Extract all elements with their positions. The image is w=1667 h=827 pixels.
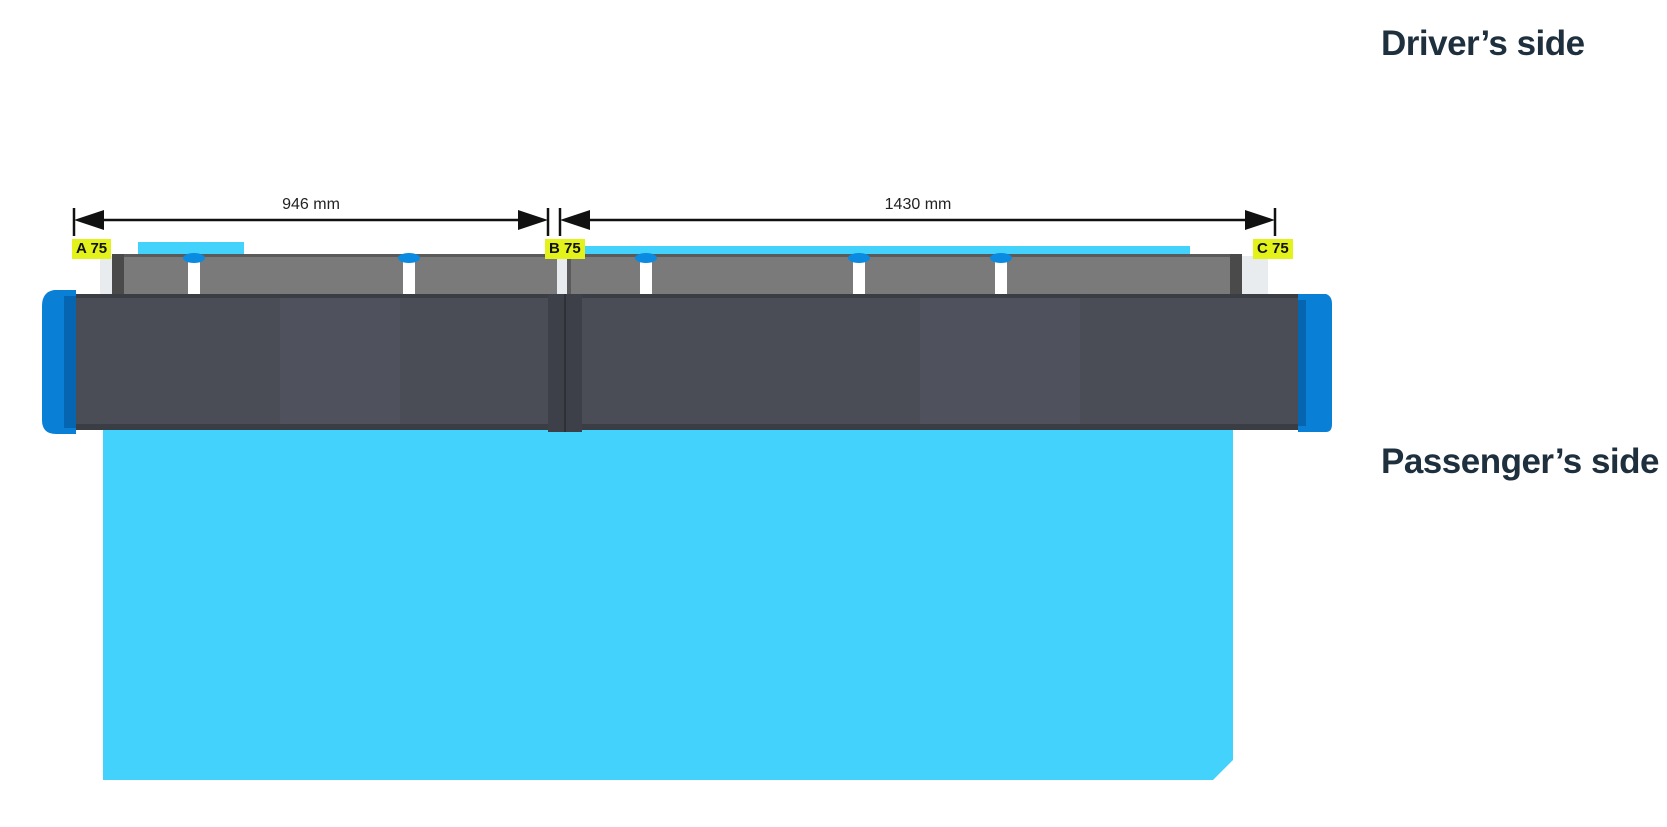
main-rail	[72, 294, 1305, 430]
dimension-label-ab: 946 mm	[282, 196, 340, 213]
cargo-box	[103, 430, 1233, 780]
junction-post-divider	[567, 256, 571, 296]
support-post	[100, 256, 114, 294]
main-rail-top-edge	[72, 294, 1305, 298]
crossbar	[112, 254, 1238, 296]
dimension-line-ab	[72, 208, 550, 236]
clamp	[635, 253, 657, 296]
mount-point-tag-b: B 75	[545, 239, 585, 259]
driver-side-label: Driver’s side	[1381, 24, 1585, 63]
end-cap-right	[1298, 294, 1332, 432]
crossbar-right-end	[1230, 254, 1242, 296]
support-post	[1240, 256, 1268, 294]
dimension-label-bc: 1430 mm	[884, 196, 952, 213]
dimension-line-bc	[558, 208, 1277, 236]
end-cap-right-inner	[1298, 300, 1306, 426]
crossbar-top-edge	[112, 254, 1238, 257]
clamp	[183, 253, 205, 296]
main-rail-bottom-edge	[72, 424, 1305, 430]
end-cap-left-inner	[64, 296, 76, 428]
cargo-box-top-right	[585, 246, 1190, 256]
cargo-box-corner	[1213, 760, 1233, 780]
crossbar-left-end	[112, 254, 124, 296]
clamp	[398, 253, 420, 296]
junction-post	[557, 256, 567, 296]
main-rail-shade	[920, 298, 1080, 424]
mount-point-tag-c: C 75	[1253, 239, 1293, 259]
clamp	[990, 253, 1012, 296]
cargo-box-top-left	[138, 242, 244, 254]
main-rail-shade	[280, 298, 400, 424]
mount-point-tag-a: A 75	[72, 239, 112, 259]
passenger-side-label: Passenger’s side	[1381, 442, 1660, 481]
clamp	[848, 253, 870, 296]
rail-joint-line	[564, 294, 566, 432]
